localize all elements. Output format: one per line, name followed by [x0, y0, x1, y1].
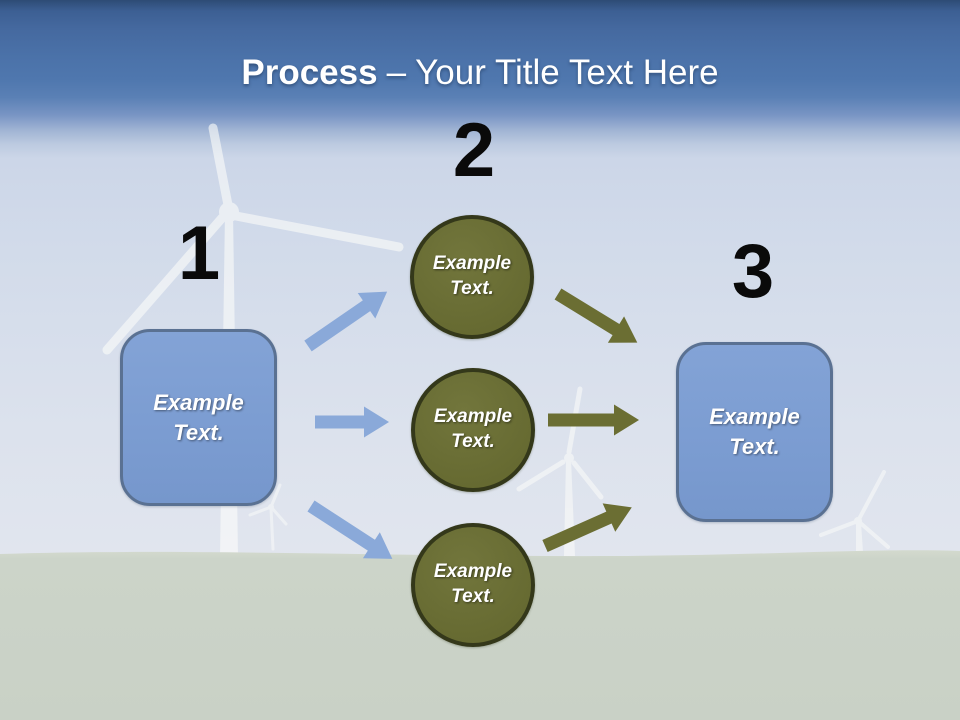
arrow-olive-top	[554, 288, 638, 343]
arrow-olive-middle	[548, 404, 639, 436]
circle-bottom-label: Example Text.	[433, 561, 513, 607]
arrow-olive-bottom	[542, 503, 632, 552]
title-text: – Your Title Text Here	[386, 53, 719, 92]
process-circle-bottom: Example Text.	[411, 523, 535, 647]
process-circle-top: Example Text.	[410, 215, 534, 339]
arrow-blue-bottom	[307, 500, 393, 559]
box1-label: Example Text.	[153, 389, 244, 445]
circle-middle-label: Example Text.	[433, 406, 513, 452]
step-number-3: 3	[731, 229, 775, 314]
process-circle-middle: Example Text.	[411, 368, 535, 492]
slide-title: Process– Your Title Text Here	[0, 53, 960, 93]
box3-label: Example Text.	[709, 404, 800, 459]
arrow-blue-middle	[315, 406, 389, 438]
wind-turbine-small-icon	[248, 483, 288, 551]
process-box-step1: Example Text.	[120, 329, 277, 506]
arrow-blue-top	[304, 291, 388, 352]
wind-turbine-right-icon	[819, 470, 890, 552]
step-number-1: 1	[177, 211, 221, 296]
step-number-2: 2	[452, 108, 496, 193]
circle-top-label: Example Text.	[432, 253, 512, 299]
process-box-step3: Example Text.	[676, 342, 833, 522]
title-keyword: Process	[241, 53, 378, 92]
